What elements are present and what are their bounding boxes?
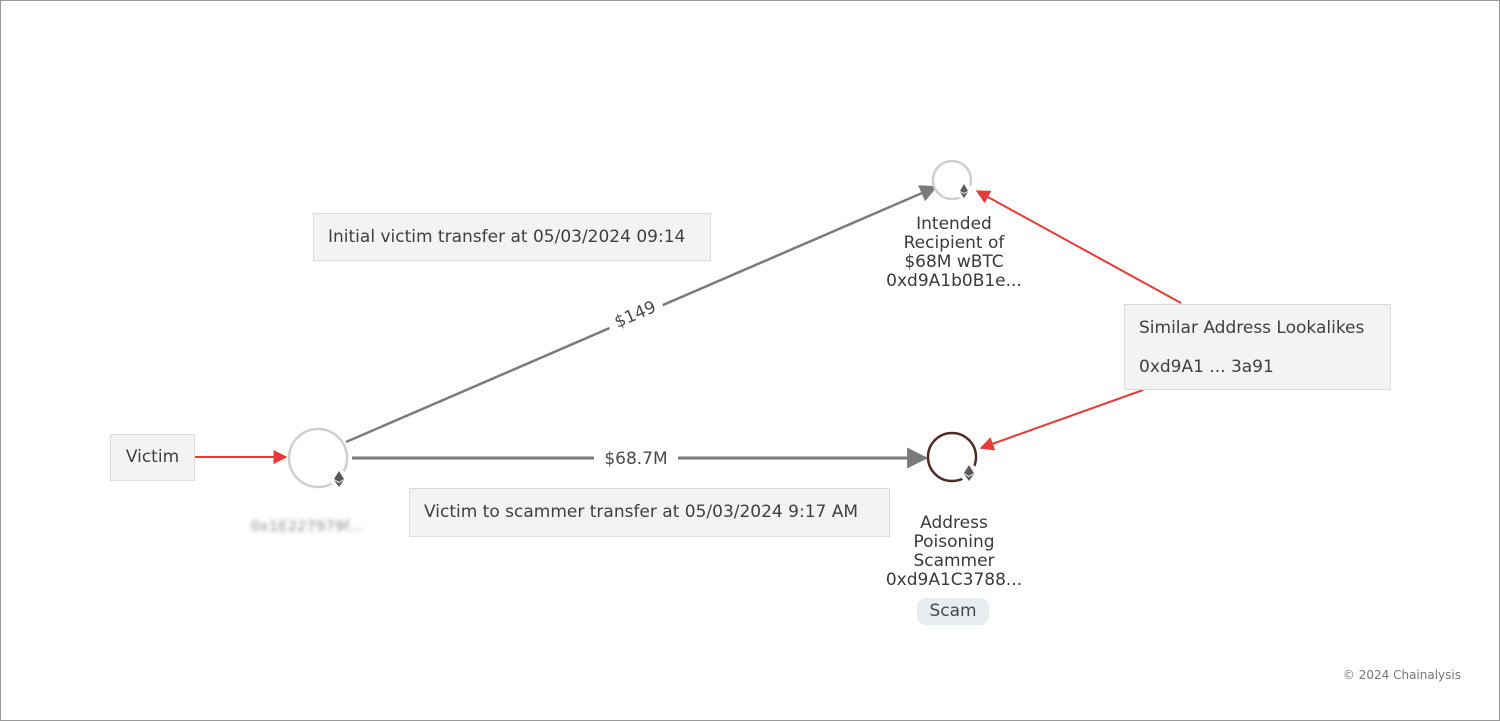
scammer-line2: Poisoning (913, 532, 995, 552)
ethereum-icon (334, 471, 344, 487)
scammer-transfer-text: Victim to scammer transfer at 05/03/2024… (424, 502, 859, 522)
victim-address: 0x1E227979f... (251, 519, 364, 535)
scammer-line1: Address (920, 513, 988, 533)
intended-recipient-line3: $68M wBTC (904, 252, 1004, 272)
intended-recipient-label: Intended Recipient of $68M wBTC 0xd9A1b0… (854, 215, 1054, 291)
edge-large-amount: $68.7M (604, 449, 667, 469)
lookalikes-box: Similar Address Lookalikes 0xd9A1 ... 3a… (1124, 304, 1391, 390)
victim-label: Victim (125, 447, 180, 467)
lookalikes-address: 0xd9A1 ... 3a91 (1139, 357, 1274, 377)
initial-transfer-text: Initial victim transfer at 05/03/2024 09… (328, 227, 686, 247)
scammer-line3: Scammer (913, 551, 995, 571)
lookalike-arrow-recipient (975, 190, 1182, 304)
ethereum-icon (964, 465, 974, 481)
scammer-label: Address Poisoning Scammer 0xd9A1C3788... (854, 514, 1054, 590)
initial-transfer-note: Initial victim transfer at 05/03/2024 09… (313, 213, 711, 261)
scammer-node[interactable] (926, 431, 978, 483)
victim-wallet-node[interactable] (287, 427, 349, 489)
lookalikes-title: Similar Address Lookalikes (1139, 318, 1365, 338)
scammer-address: 0xd9A1C3788... (885, 570, 1023, 590)
intended-recipient-address: 0xd9A1b0B1e... (886, 271, 1022, 291)
scammer-transfer-note: Victim to scammer transfer at 05/03/2024… (409, 488, 890, 537)
intended-recipient-line2: Recipient of (903, 233, 1005, 253)
scam-tag[interactable]: Scam (917, 598, 989, 625)
intended-recipient-node[interactable] (931, 159, 973, 201)
intended-recipient-line1: Intended (916, 214, 992, 234)
lookalike-arrow-scammer (979, 389, 1144, 451)
copyright-notice: © 2024 Chainalysis (1342, 668, 1461, 682)
ethereum-icon (960, 184, 968, 198)
victim-label-box: Victim (110, 434, 195, 481)
